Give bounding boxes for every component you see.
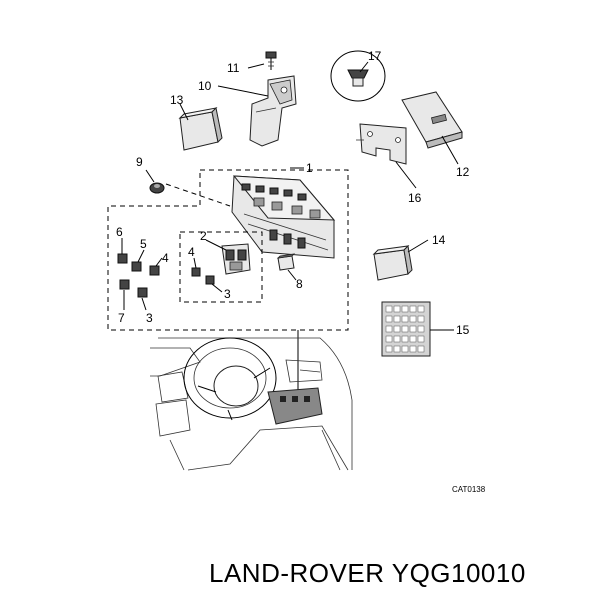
callout-4-inner: 4 bbox=[188, 245, 195, 259]
callout-17: 17 bbox=[368, 49, 382, 63]
leader-4-inner bbox=[193, 257, 197, 269]
leader-16 bbox=[395, 161, 417, 189]
callout-2: 2 bbox=[200, 229, 207, 243]
part-number-label: LAND-ROVER YQG10010 bbox=[209, 558, 526, 588]
leader-10 bbox=[217, 85, 269, 97]
part-1-fuse-box bbox=[231, 175, 336, 259]
part-2-relay-block bbox=[221, 243, 251, 275]
callout-15: 15 bbox=[456, 323, 470, 337]
callout-8: 8 bbox=[296, 277, 303, 291]
relay-group-boundary bbox=[179, 231, 263, 303]
leader-3-inner bbox=[211, 283, 223, 293]
callout-11: 11 bbox=[227, 61, 240, 75]
leader-5 bbox=[137, 249, 145, 263]
leader-11 bbox=[247, 63, 265, 69]
leader-2 bbox=[205, 239, 227, 251]
callout-10: 10 bbox=[198, 79, 212, 93]
callout-3-left: 3 bbox=[146, 311, 153, 325]
callout-4-left: 4 bbox=[162, 251, 169, 265]
leader-13 bbox=[179, 103, 189, 121]
leader-12 bbox=[441, 135, 459, 165]
part-15-connector-panel bbox=[381, 301, 431, 357]
callout-9: 9 bbox=[136, 155, 143, 169]
part-13-relay bbox=[178, 106, 223, 151]
callout-6: 6 bbox=[116, 225, 123, 239]
callout-3-inner: 3 bbox=[224, 287, 231, 301]
part-10-bracket bbox=[249, 75, 297, 147]
callout-5: 5 bbox=[140, 237, 147, 251]
leader-17 bbox=[359, 61, 369, 73]
leader-8 bbox=[287, 269, 297, 281]
part-12-control-module bbox=[401, 91, 463, 149]
part-16-mounting-plate bbox=[356, 123, 407, 165]
catalog-code: CAT0138 bbox=[452, 485, 486, 494]
part-11-bolt bbox=[265, 51, 277, 70]
part-14-relay bbox=[372, 244, 413, 281]
callout-7: 7 bbox=[118, 311, 125, 325]
leader-3-left bbox=[141, 297, 147, 311]
callout-1: 1 bbox=[306, 161, 313, 175]
assembly-boundary bbox=[107, 169, 349, 331]
leader-14 bbox=[407, 239, 429, 253]
callout-16: 16 bbox=[408, 191, 422, 205]
callout-12: 12 bbox=[456, 165, 470, 179]
part-8-small-relay bbox=[276, 253, 296, 271]
leader-9 bbox=[145, 169, 155, 183]
leader-4-left bbox=[155, 257, 163, 267]
callout-13: 13 bbox=[170, 93, 184, 107]
dashboard-location-view bbox=[150, 330, 353, 471]
part-9-grommet bbox=[149, 182, 165, 194]
part-4-fuse-inner bbox=[191, 267, 215, 285]
dash-link-9 bbox=[165, 183, 231, 207]
callout-14: 14 bbox=[432, 233, 446, 247]
